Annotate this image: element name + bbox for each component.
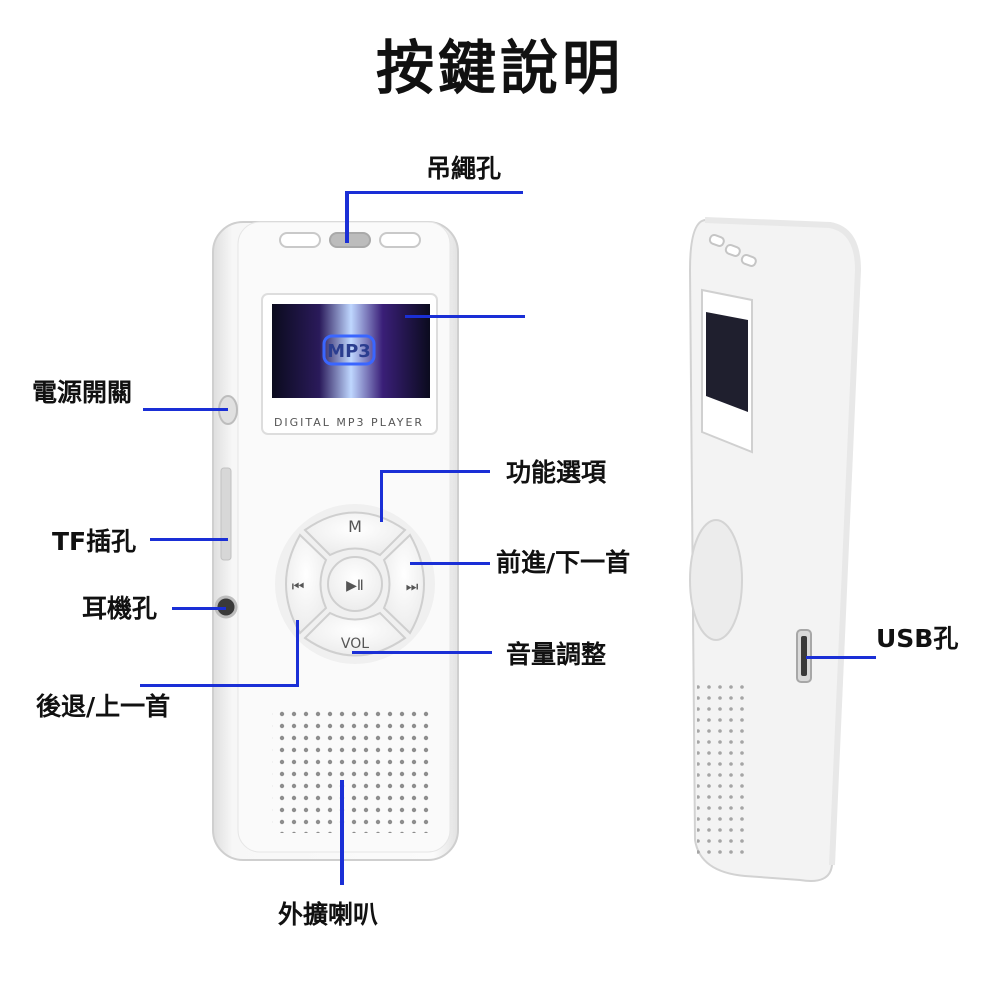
pointer-screen (405, 315, 525, 318)
label-lanyard-hole: 吊繩孔 (426, 154, 502, 183)
pointer-function-h (380, 470, 490, 473)
label-usb-port: USB孔 (876, 624, 959, 653)
pointer-next (410, 562, 490, 565)
pointer-prev-v (296, 620, 299, 686)
display-screen: MP3 DIGITAL MP3 PLAYER (261, 293, 438, 435)
device-side-view (688, 217, 862, 882)
pointer-usb (806, 656, 876, 659)
play-button-label: ▶Ⅱ (346, 578, 364, 594)
pointer-volume (352, 651, 492, 654)
lanyard-slots (279, 232, 421, 248)
pointer-lanyard-h (345, 191, 523, 194)
speaker-grille (272, 705, 432, 833)
label-volume-adjust: 音量調整 (506, 640, 607, 669)
pointer-power (143, 408, 228, 411)
vol-button-label: VOL (341, 636, 369, 652)
menu-button-label: M (348, 517, 362, 536)
vol-button[interactable] (303, 611, 407, 657)
label-next-track: 前進/下一首 (496, 548, 631, 577)
tf-card-slot[interactable] (220, 467, 232, 561)
label-earphone-jack: 耳機孔 (82, 594, 158, 623)
pointer-speaker (340, 780, 344, 885)
label-power-switch: 電源開關 (32, 378, 133, 407)
pointer-prev-h (140, 684, 299, 687)
pointer-function-v (380, 470, 383, 522)
label-external-speaker: 外擴喇叭 (278, 900, 379, 929)
label-prev-track: 後退/上一首 (36, 692, 171, 721)
label-tf-slot: TF插孔 (52, 527, 137, 556)
page-title: 按鍵說明 (375, 34, 624, 102)
brand-text: DIGITAL MP3 PLAYER (274, 416, 424, 429)
menu-button[interactable] (303, 511, 407, 557)
prev-button-label: ⏮ (292, 579, 305, 595)
next-button-label: ⏭ (406, 579, 419, 595)
prev-button[interactable] (285, 533, 328, 635)
pointer-lanyard-v (345, 193, 349, 243)
screen-mp3-text: MP3 (327, 341, 371, 362)
play-pause-button[interactable] (327, 556, 383, 612)
pointer-earphone (172, 607, 226, 610)
control-pad: M ⏮ ⏭ VOL ▶Ⅱ (275, 504, 435, 664)
label-function-options: 功能選項 (506, 458, 607, 487)
pointer-tf (150, 538, 228, 541)
